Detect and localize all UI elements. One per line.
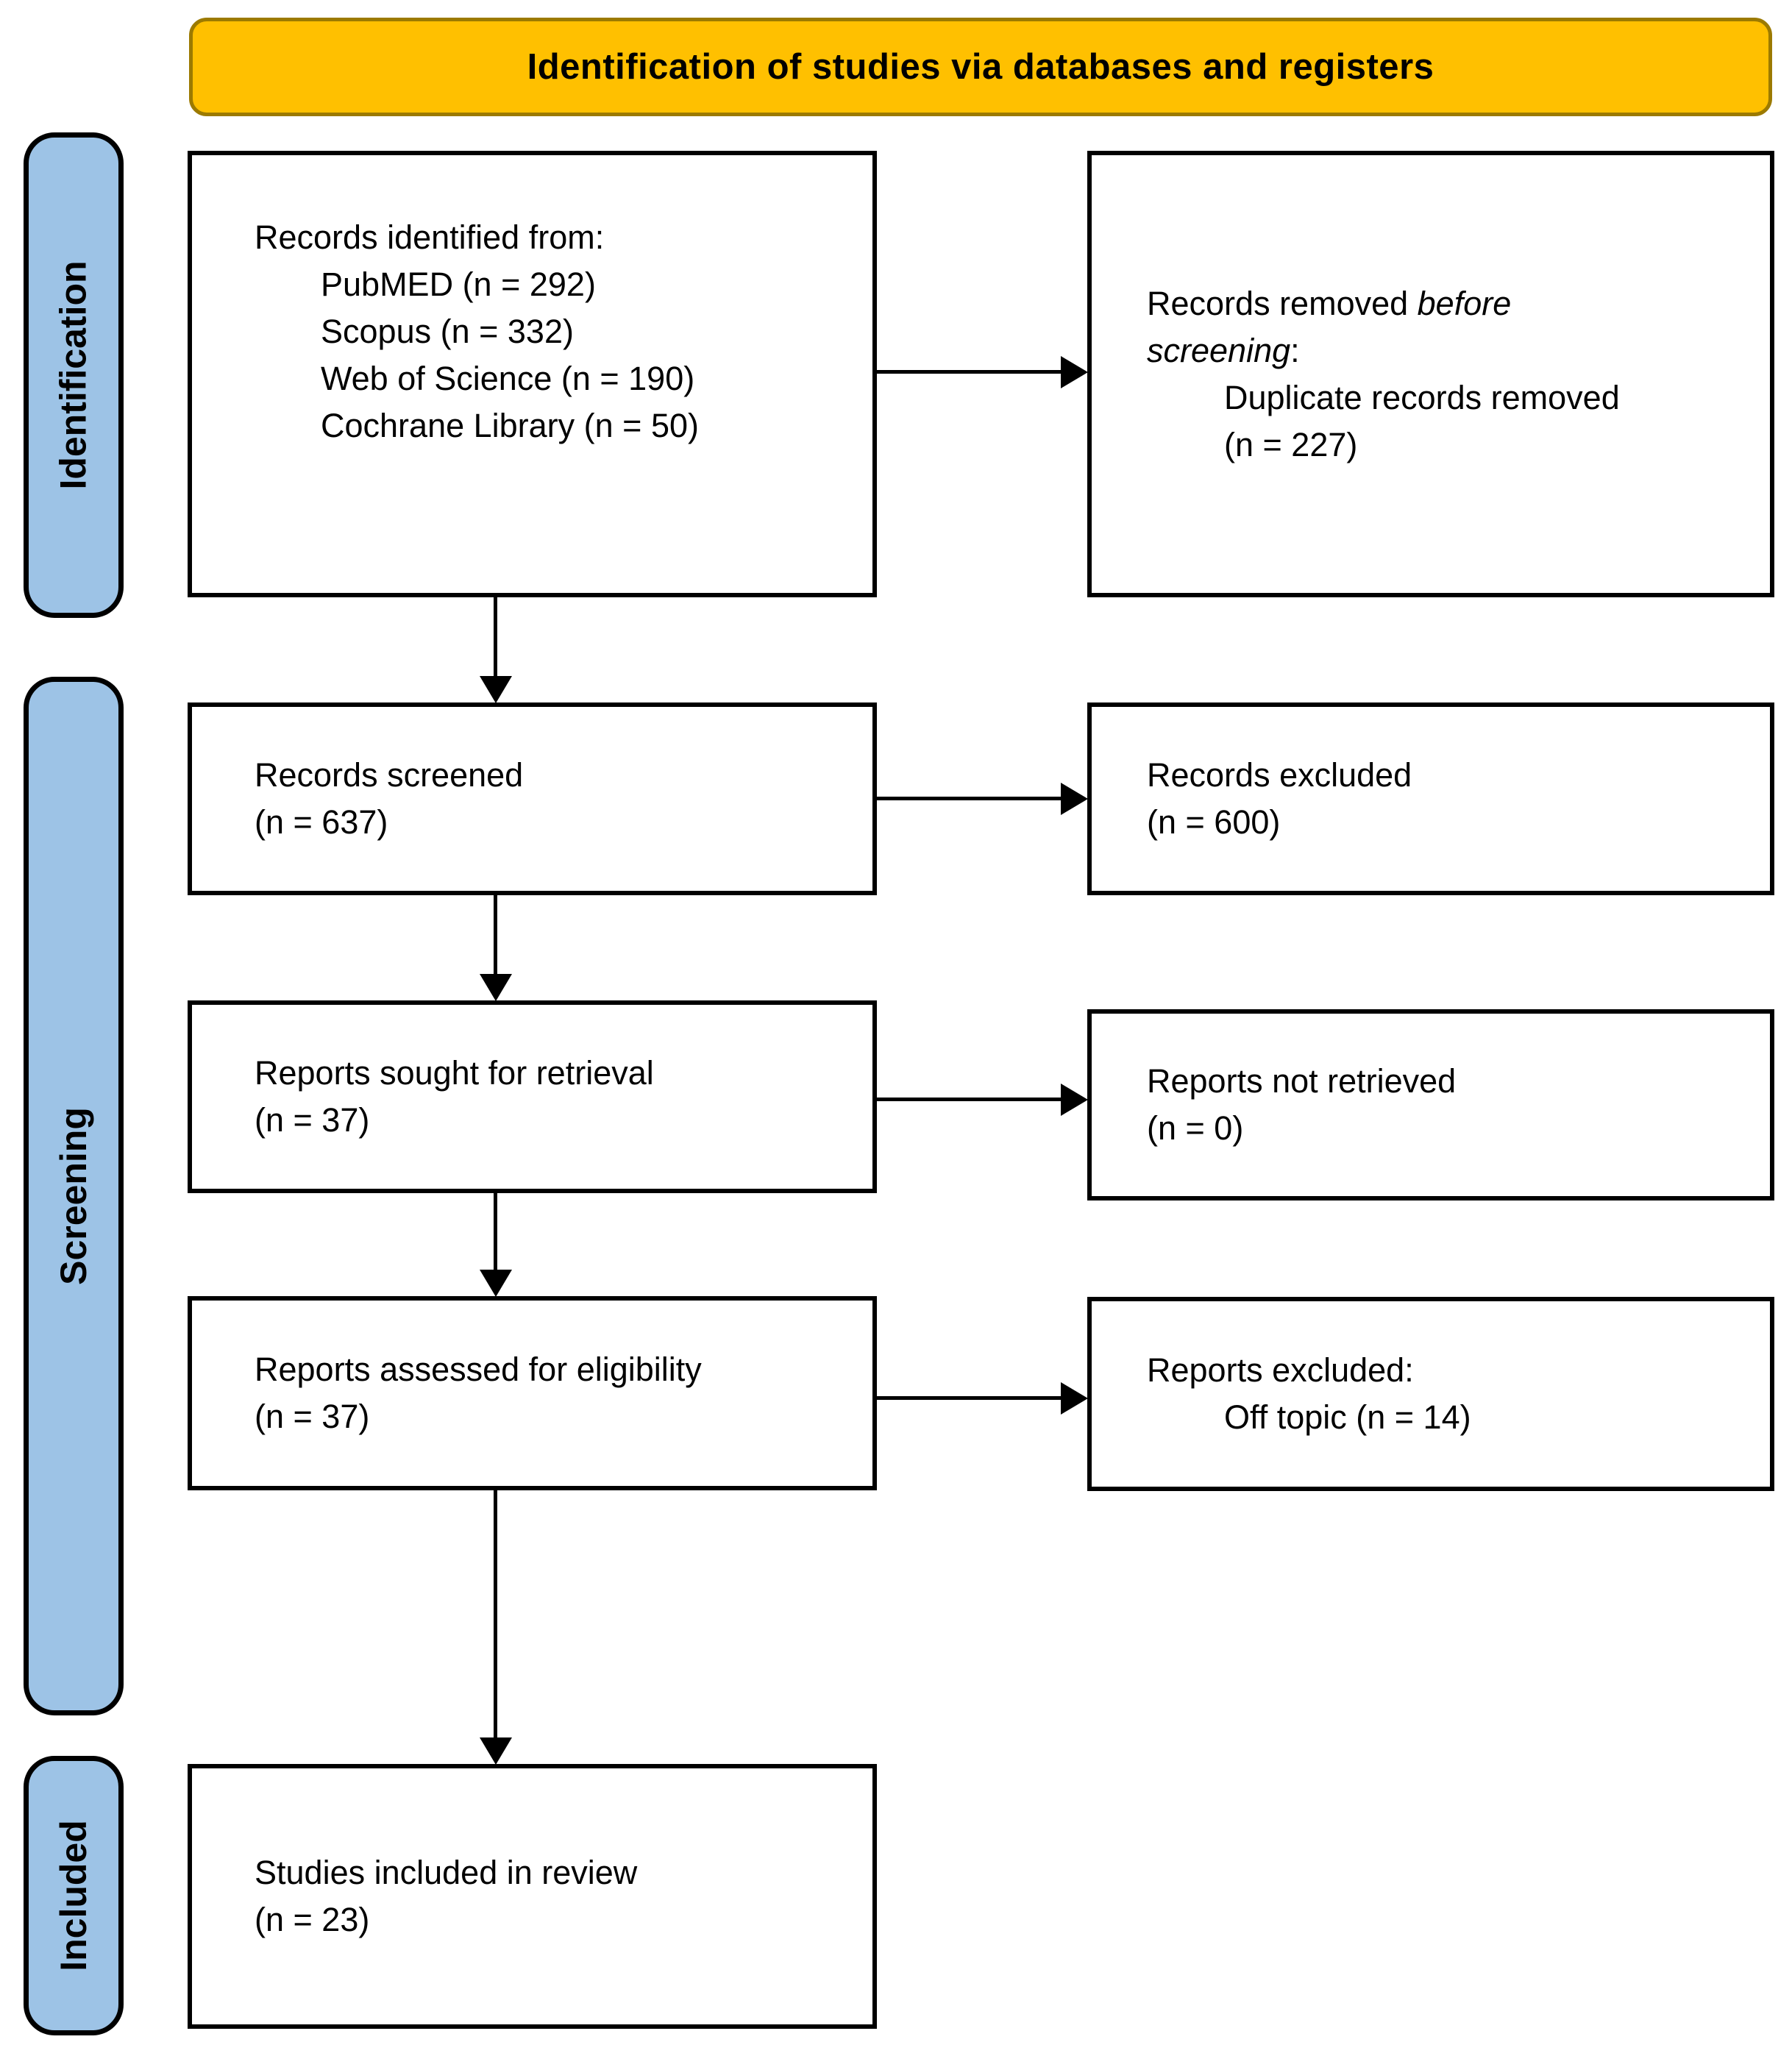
arrow-line-down-1 <box>494 597 497 678</box>
box-reports-excluded-label: Reports excluded: <box>1147 1351 1414 1389</box>
box-studies-included-label: Studies included in review <box>255 1854 638 1891</box>
arrow-line-down-4 <box>494 1490 497 1740</box>
box-reports-sought-n: (n = 37) <box>255 1101 370 1139</box>
box-records-identified-title: Records identified from: <box>255 218 605 256</box>
box-studies-included: Studies included in review (n = 23) <box>188 1764 877 2029</box>
arrow-line-right-2 <box>875 797 1062 800</box>
stage-label-included: Included <box>53 1820 95 1971</box>
box-records-removed-reason: Duplicate records removed <box>1224 378 1620 416</box>
arrowhead-right-3-icon <box>1061 1084 1088 1116</box>
source-wos: Web of Science (n = 190) <box>321 360 695 397</box>
box-records-removed-line2: screening: <box>1147 331 1300 369</box>
arrowhead-down-3-icon <box>480 1270 512 1297</box>
stage-pill-screening: Screening <box>24 677 124 1715</box>
box-reports-assessed: Reports assessed for eligibility (n = 37… <box>188 1296 877 1490</box>
box-records-screened-n: (n = 637) <box>255 803 388 841</box>
box-reports-sought-label: Reports sought for retrieval <box>255 1054 654 1092</box>
arrowhead-right-2-icon <box>1061 783 1088 815</box>
banner-title: Identification of studies via databases … <box>527 47 1434 87</box>
box-reports-assessed-n: (n = 37) <box>255 1398 370 1435</box>
arrowhead-down-4-icon <box>480 1737 512 1765</box>
header-banner: Identification of studies via databases … <box>189 18 1772 116</box>
arrow-line-right-3 <box>875 1098 1062 1101</box>
box-reports-assessed-label: Reports assessed for eligibility <box>255 1351 702 1388</box>
box-records-removed: Records removed before screening: Duplic… <box>1087 151 1774 597</box>
box-records-excluded-label: Records excluded <box>1147 756 1412 794</box>
arrow-line-right-1 <box>875 370 1062 374</box>
box-records-excluded-n: (n = 600) <box>1147 803 1281 841</box>
stage-label-screening: Screening <box>53 1107 94 1285</box>
arrowhead-down-1-icon <box>480 676 512 703</box>
box-records-removed-n: (n = 227) <box>1224 425 1358 463</box>
source-pubmed: PubMED (n = 292) <box>321 266 596 303</box>
box-reports-not-retrieved-n: (n = 0) <box>1147 1109 1244 1147</box>
arrowhead-right-1-icon <box>1061 356 1088 388</box>
box-records-screened: Records screened (n = 637) <box>188 702 877 895</box>
box-reports-not-retrieved: Reports not retrieved (n = 0) <box>1087 1009 1774 1200</box>
box-reports-not-retrieved-label: Reports not retrieved <box>1147 1062 1457 1100</box>
arrow-line-down-3 <box>494 1193 497 1272</box>
stage-pill-included: Included <box>24 1756 124 2035</box>
arrow-line-down-2 <box>494 895 497 976</box>
arrowhead-right-4-icon <box>1061 1382 1088 1415</box>
box-reports-excluded: Reports excluded: Off topic (n = 14) <box>1087 1297 1774 1491</box>
source-scopus: Scopus (n = 332) <box>321 313 574 350</box>
box-records-removed-line1: Records removed before <box>1147 284 1512 322</box>
stage-label-identification: Identification <box>53 260 95 490</box>
box-reports-sought: Reports sought for retrieval (n = 37) <box>188 1000 877 1193</box>
source-cochrane: Cochrane Library (n = 50) <box>321 407 700 444</box>
arrowhead-down-2-icon <box>480 974 512 1001</box>
arrow-line-right-4 <box>875 1396 1062 1400</box>
box-records-screened-label: Records screened <box>255 756 524 794</box>
box-studies-included-n: (n = 23) <box>255 1901 370 1938</box>
box-records-identified: Records identified from: PubMED (n = 292… <box>188 151 877 597</box>
stage-pill-identification: Identification <box>24 132 124 618</box>
box-records-excluded: Records excluded (n = 600) <box>1087 702 1774 895</box>
box-reports-excluded-reason: Off topic (n = 14) <box>1224 1398 1471 1436</box>
